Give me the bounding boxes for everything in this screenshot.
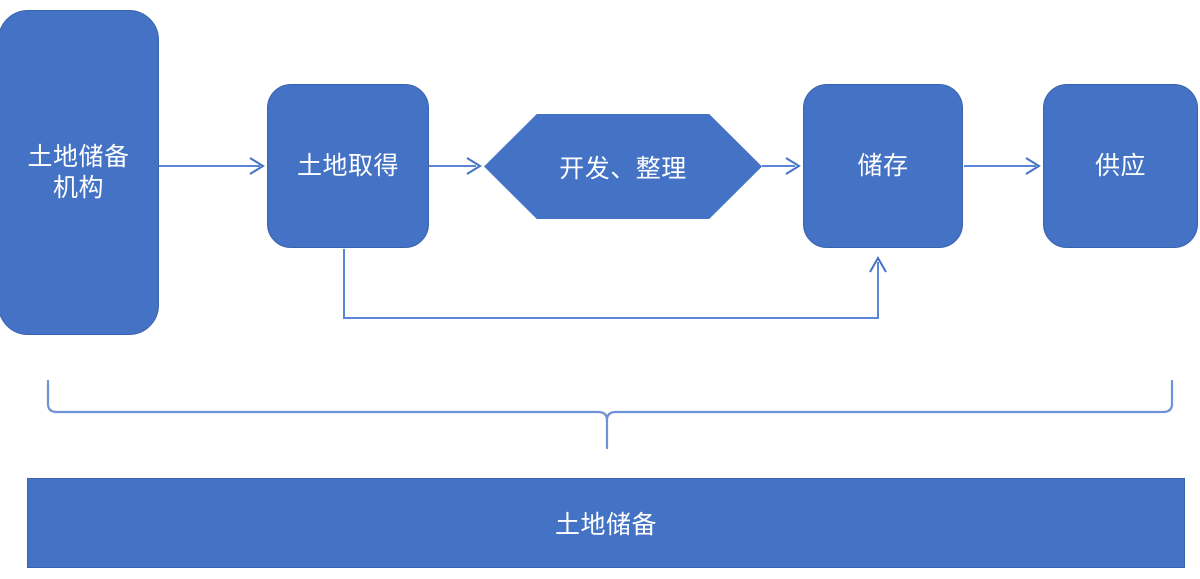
scope-brace xyxy=(46,379,1174,450)
node-supply[interactable]: 供应 xyxy=(1043,84,1198,248)
connector-agency-to-acquire xyxy=(159,157,265,175)
connector-acquire-to-store-feedback xyxy=(343,249,887,319)
node-land-reserve-agency[interactable]: 土地储备 机构 xyxy=(0,10,159,335)
node-storage[interactable]: 储存 xyxy=(803,84,963,248)
connector-develop-to-store xyxy=(762,157,801,175)
connector-store-to-supply xyxy=(964,157,1041,175)
connector-acquire-to-develop xyxy=(429,157,482,175)
banner-land-reserve[interactable]: 土地储备 xyxy=(27,478,1185,568)
node-land-acquisition[interactable]: 土地取得 xyxy=(267,84,429,248)
node-development-consolidation[interactable]: 开发、整理 xyxy=(484,114,762,219)
